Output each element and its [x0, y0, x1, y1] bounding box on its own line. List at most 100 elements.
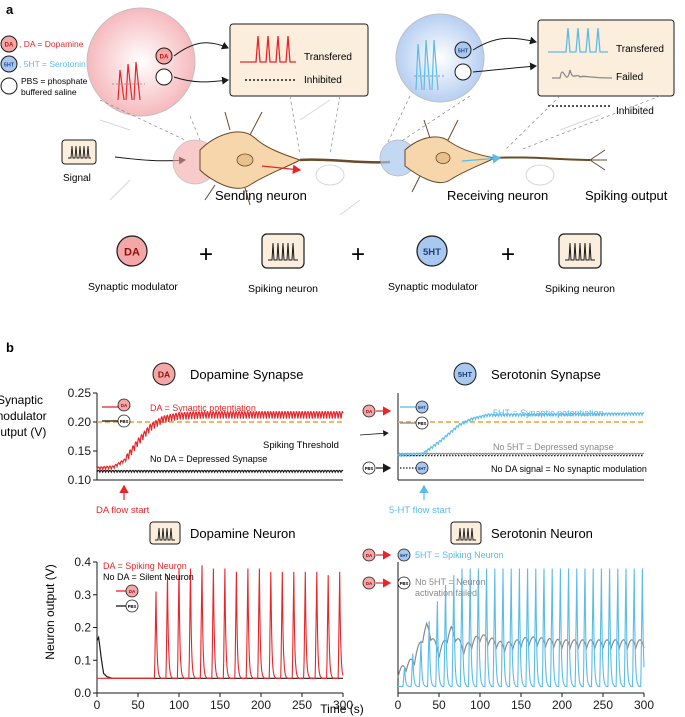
da-neuron-title-spikes — [155, 527, 175, 541]
da-neuron-title-icon — [149, 521, 181, 545]
synapse-connectors: DA PBS DA DA — [362, 404, 392, 590]
ht-failed-label: Failed — [616, 72, 643, 83]
ht-component-badge: 5HT — [423, 247, 441, 258]
da-zoom-badge: DA — [160, 55, 169, 61]
da-syn-legend-pbs-badge: PBS — [120, 419, 129, 424]
da-neu-legend-spiking: DA = Spiking Neuron — [103, 561, 187, 571]
ht-neu-legend-spiking: 5HT = Spiking Neuron — [415, 550, 504, 560]
dopamine-synapse-ytick-label: 0.25 — [68, 386, 92, 400]
panel-a-label: a — [6, 2, 14, 17]
da-synapse-title-icon — [152, 362, 176, 386]
ht-synapse-title-icon — [453, 362, 477, 386]
serotonin-synapse-series-no-5ht-depressed-synapse — [397, 452, 645, 456]
spiking-neuron-icon-1-spikes — [268, 242, 298, 261]
da-transfer-arrow — [173, 41, 229, 57]
dopamine-neuron-xtick-label: 300 — [333, 698, 353, 712]
da-synapse-title-badge: DA — [158, 370, 170, 380]
receiving-neuron-dendrites — [411, 119, 459, 193]
pbs-legend-icon — [0, 77, 18, 95]
da-component-badge: DA — [124, 247, 140, 259]
ht-transfer-arrow — [472, 36, 537, 51]
dopamine-synapse-series-da-synaptic-potentiation — [96, 411, 344, 472]
ht-neu-legend-ht-icon — [397, 548, 411, 562]
connector-da-badge-2: DA — [366, 553, 373, 558]
ht-transferred-label: Transfered — [616, 44, 664, 55]
dopamine-synapse-plot: 0.10 0.15 0.20 0.25 — [68, 386, 344, 487]
serotonin-synapse-plot — [397, 393, 645, 481]
signal-label: Signal — [63, 173, 91, 184]
sending-neuron-dendrites — [204, 111, 263, 206]
da-syn-legend-da-icon — [117, 398, 131, 412]
plus-sign-3: + — [501, 241, 515, 268]
ht-legend-text: , 5HT = Serotonin — [19, 59, 86, 69]
dopamine-neuron-xtick-label: 50 — [131, 698, 145, 712]
dopamine-neuron-xtick-label: 200 — [251, 698, 271, 712]
ht-legend-badge: 5HT — [4, 63, 15, 69]
da-zoom-circle — [86, 7, 196, 117]
dopamine-synapse-ytick-label: 0.10 — [68, 473, 92, 487]
signal-icon — [61, 139, 97, 165]
ht-neuron-title-spikes — [456, 527, 476, 541]
ht-neuron-title-icon — [450, 521, 482, 545]
synapse-ylabel-2: modulator — [0, 409, 47, 423]
dopamine-neuron-ytick-label: 0.4 — [74, 555, 91, 569]
ht-legend-icon — [0, 55, 18, 73]
ht-syn-legend-ht-icon — [415, 400, 429, 414]
connector-da-icon-3 — [362, 576, 376, 590]
connector-pbs-icon-1 — [362, 461, 376, 475]
serotonin-neuron-xtick-label: 200 — [552, 698, 572, 712]
ht-syn-legend-pbs-icon — [415, 416, 429, 430]
connector-pbs-badge-1: PBS — [365, 466, 374, 471]
receiving-neuron-label: Receiving neuron — [447, 188, 548, 203]
synapse-ylabel-1: Synaptic — [0, 393, 43, 407]
ht-synapse-zoom: 5HT — [395, 13, 485, 103]
da-neuron-title: Dopamine Neuron — [190, 526, 296, 541]
ht-syn-legend-potentiation: 5HT = Synaptic potentiation — [493, 408, 604, 418]
synapse-ylabel-3: output (V) — [0, 425, 46, 439]
ht-syn-legend-ht-badge-2: 5HT — [418, 466, 426, 471]
ht-result-box: Transfered Failed — [537, 19, 675, 97]
ht-zoom-circle — [395, 13, 485, 103]
dopamine-synapse-ytick-label: 0.20 — [68, 415, 92, 429]
connector-da-icon-2 — [362, 548, 376, 562]
spiking-threshold-label: Spiking Threshold — [263, 440, 339, 451]
da-signal-arrow — [261, 164, 302, 175]
synaptic-modulator-label-1: Synaptic modulator — [88, 281, 178, 293]
serotonin-synapse-series-5ht-synaptic-potentiation — [397, 412, 645, 458]
dopamine-neuron-ytick-label: 0.3 — [74, 588, 91, 602]
ht-syn-legend-ht-badge: 5HT — [418, 405, 426, 410]
da-neu-legend-pbs-badge: PBS — [128, 604, 137, 609]
ht-neu-legend-ht-badge: 5HT — [400, 553, 408, 558]
dopamine-synapse-ytick-label: 0.15 — [68, 444, 92, 458]
da-syn-legend-depressed: No DA = Depressed Synapse — [150, 454, 267, 464]
serotonin-neuron-series-no-5ht-neuron-activation-failed — [397, 621, 645, 678]
spiking-neuron-icon-2-spikes — [565, 242, 595, 261]
spiking-neuron-label-2: Spiking neuron — [545, 283, 615, 295]
ht-syn-legend-ht-icon-2 — [415, 461, 429, 475]
serotonin-neuron-xtick-label: 300 — [634, 698, 654, 712]
ht-transferred-spikes — [548, 27, 608, 53]
threshold-arrow — [359, 430, 389, 437]
ht-neu-legend-pbs-badge: PBS — [400, 581, 409, 586]
da-inhibited-label: Inhibited — [304, 75, 342, 86]
ht-neuron-title: Serotonin Neuron — [491, 526, 593, 541]
da-syn-legend-potentiation: DA = Synaptic potentiation — [150, 403, 256, 413]
da-legend-icon — [0, 35, 18, 53]
plus-sign-1: + — [199, 241, 213, 268]
pbs-zoom-icon-2 — [454, 63, 472, 81]
da-synapse-title: Dopamine Synapse — [190, 367, 303, 382]
neuron-chain — [99, 99, 641, 216]
ht-signal-arrow — [461, 153, 502, 164]
receiving-axon — [494, 156, 591, 161]
dopamine-neuron-series-da-spiking-neuron — [97, 565, 344, 679]
da-zoom-spikes — [117, 61, 141, 101]
dopamine-neuron-ytick-label: 0.2 — [74, 621, 91, 635]
dopamine-neuron-ytick-label: 0.1 — [74, 653, 91, 667]
ht-inhibited-label: Inhibited — [616, 106, 654, 117]
panel-a-legend: DA , DA = Dopamine 5HT , 5HT = Serotonin… — [0, 35, 88, 97]
time-xlabel: Time (s) — [320, 702, 364, 716]
sending-neuron-label: Sending neuron — [215, 188, 307, 203]
da-syn-legend-da-badge: DA — [121, 403, 128, 408]
